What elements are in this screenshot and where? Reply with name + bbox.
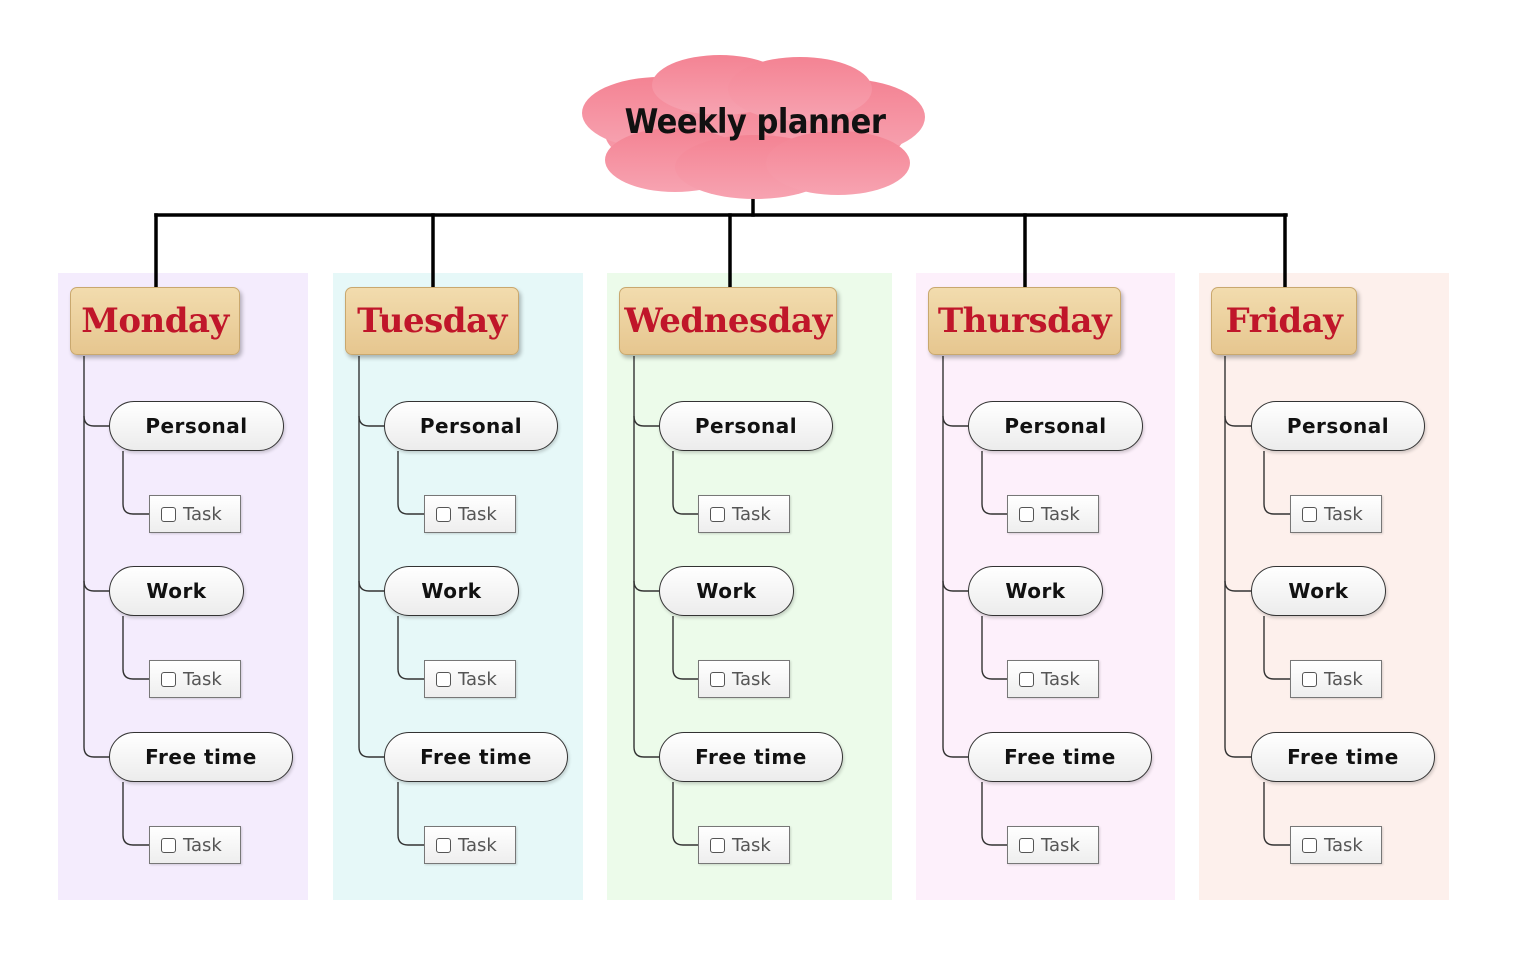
- day-name: Tuesday: [357, 301, 507, 341]
- task-item[interactable]: Task: [1007, 826, 1099, 864]
- task-branch: [397, 616, 424, 680]
- tree-branch: [633, 415, 659, 427]
- task-branch: [122, 616, 149, 680]
- checkbox-icon[interactable]: [161, 671, 176, 687]
- task-item[interactable]: Task: [424, 826, 516, 864]
- day-name: Monday: [81, 301, 229, 341]
- title-cloud: Weekly planner: [580, 55, 930, 205]
- tree-branch: [633, 580, 659, 592]
- day-name: Thursday: [937, 301, 1112, 341]
- checkbox-icon[interactable]: [436, 671, 451, 687]
- category-free-time: Free time: [659, 732, 843, 782]
- tree-spine: [358, 356, 384, 758]
- tree-spine: [83, 356, 109, 758]
- checkbox-icon[interactable]: [436, 506, 451, 522]
- task-branch: [672, 451, 698, 515]
- category-work: Work: [109, 566, 244, 616]
- task-branch: [122, 782, 149, 846]
- category-personal: Personal: [968, 401, 1143, 451]
- checkbox-icon[interactable]: [710, 671, 725, 687]
- task-branch: [397, 451, 424, 515]
- category-personal: Personal: [659, 401, 833, 451]
- task-item[interactable]: Task: [1007, 660, 1099, 698]
- category-personal: Personal: [1251, 401, 1425, 451]
- task-item[interactable]: Task: [1290, 826, 1382, 864]
- task-item[interactable]: Task: [149, 660, 241, 698]
- category-personal: Personal: [109, 401, 284, 451]
- checkbox-icon[interactable]: [161, 837, 176, 853]
- checkbox-icon[interactable]: [1019, 837, 1034, 853]
- tree-branch: [1224, 415, 1251, 427]
- tree-branch: [358, 580, 384, 592]
- cloud-icon: [582, 55, 925, 199]
- task-item[interactable]: Task: [1007, 495, 1099, 533]
- task-item[interactable]: Task: [698, 495, 790, 533]
- task-branch: [122, 451, 149, 515]
- task-branch: [981, 782, 1007, 846]
- checkbox-icon[interactable]: [710, 506, 725, 522]
- tree-branch: [1224, 580, 1251, 592]
- category-work: Work: [1251, 566, 1386, 616]
- day-header-friday: Friday: [1211, 287, 1357, 355]
- checkbox-icon[interactable]: [1019, 671, 1034, 687]
- checkbox-icon[interactable]: [436, 837, 451, 853]
- tree-branch: [83, 415, 109, 427]
- checkbox-icon[interactable]: [1302, 837, 1317, 853]
- tree-spine: [942, 356, 968, 758]
- tree-spine: [633, 356, 659, 758]
- day-name: Wednesday: [624, 301, 832, 341]
- category-work: Work: [968, 566, 1103, 616]
- category-free-time: Free time: [384, 732, 568, 782]
- checkbox-icon[interactable]: [1302, 671, 1317, 687]
- category-personal: Personal: [384, 401, 558, 451]
- day-header-tuesday: Tuesday: [345, 287, 519, 355]
- tree-branch: [942, 580, 968, 592]
- task-branch: [1263, 451, 1290, 515]
- task-item[interactable]: Task: [149, 826, 241, 864]
- category-free-time: Free time: [109, 732, 293, 782]
- category-free-time: Free time: [968, 732, 1152, 782]
- task-branch: [1263, 616, 1290, 680]
- task-item[interactable]: Task: [1290, 495, 1382, 533]
- task-item[interactable]: Task: [698, 660, 790, 698]
- page-title: Weekly planner: [624, 102, 886, 142]
- task-item[interactable]: Task: [1290, 660, 1382, 698]
- category-free-time: Free time: [1251, 732, 1435, 782]
- tree-branch: [942, 415, 968, 427]
- checkbox-icon[interactable]: [161, 506, 176, 522]
- task-item[interactable]: Task: [149, 495, 241, 533]
- task-item[interactable]: Task: [424, 495, 516, 533]
- task-branch: [1263, 782, 1290, 846]
- task-item[interactable]: Task: [424, 660, 516, 698]
- task-branch: [672, 616, 698, 680]
- checkbox-icon[interactable]: [1302, 506, 1317, 522]
- checkbox-icon[interactable]: [1019, 506, 1034, 522]
- task-item[interactable]: Task: [698, 826, 790, 864]
- tree-branch: [358, 415, 384, 427]
- category-work: Work: [384, 566, 519, 616]
- day-header-monday: Monday: [70, 287, 240, 355]
- day-name: Friday: [1225, 301, 1343, 341]
- tree-spine: [1224, 356, 1251, 758]
- task-branch: [981, 616, 1007, 680]
- task-branch: [981, 451, 1007, 515]
- task-branch: [672, 782, 698, 846]
- day-header-thursday: Thursday: [928, 287, 1121, 355]
- tree-branch: [83, 580, 109, 592]
- task-branch: [397, 782, 424, 846]
- day-header-wednesday: Wednesday: [619, 287, 837, 355]
- checkbox-icon[interactable]: [710, 837, 725, 853]
- category-work: Work: [659, 566, 794, 616]
